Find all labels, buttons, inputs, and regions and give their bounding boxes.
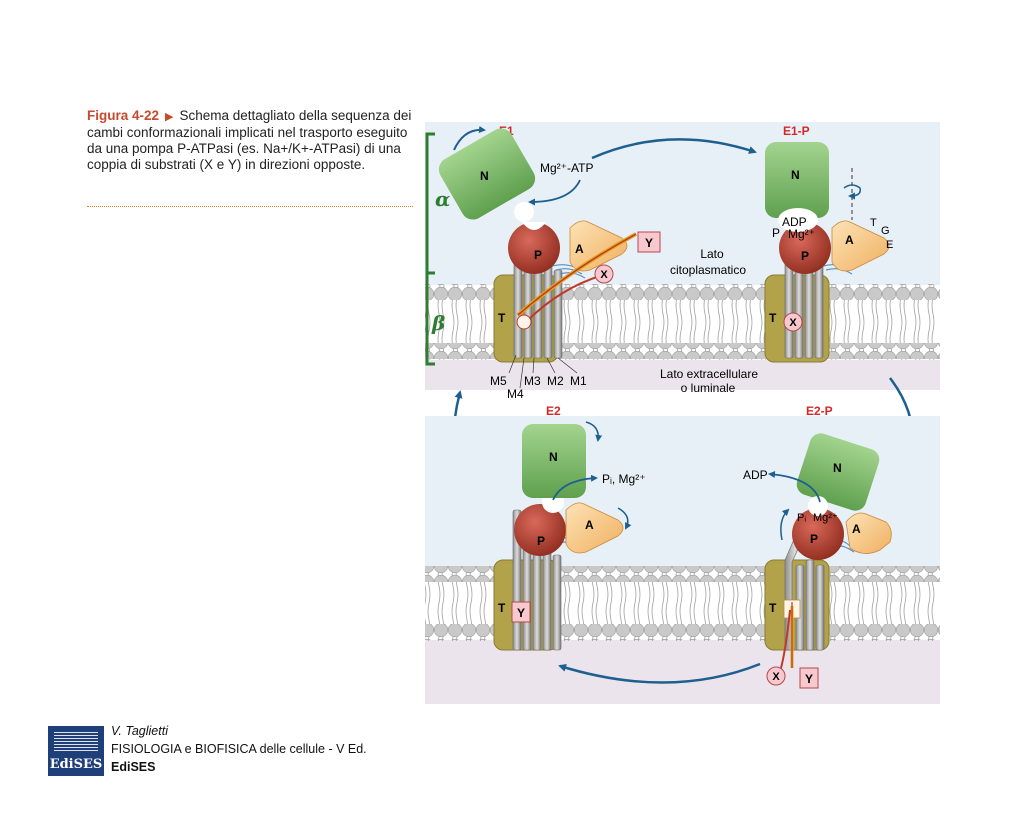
t-domain-label: T (769, 601, 777, 615)
beta-subunit-label: β (431, 311, 445, 335)
alpha-subunit-label: α (435, 187, 450, 211)
rotation-arrow-icon (453, 126, 486, 151)
book-title: FISIOLOGIA e BIOFISICA delle cellule - V… (111, 742, 367, 756)
t-domain-label: T (769, 311, 777, 325)
p-domain-label: P (810, 532, 818, 546)
p-domain (779, 222, 831, 274)
p-domain-label: P (801, 249, 809, 263)
p-domain (514, 504, 566, 556)
t-domain-label: T (498, 601, 506, 615)
n-domain-label: N (480, 169, 489, 183)
svg-text:M4: M4 (507, 387, 524, 401)
n-domain (765, 142, 829, 218)
n-domain (796, 433, 880, 511)
transmembrane-helices (513, 242, 563, 359)
substrate-x-label: X (772, 671, 780, 683)
rotation-arrow-icon (843, 184, 862, 200)
substrate-y-label: Y (805, 672, 813, 686)
n-domain (522, 424, 586, 498)
svg-text:M1: M1 (570, 374, 587, 388)
helix-labels: M5 M4 M3 M2 M1 (490, 374, 587, 401)
p-domain (792, 508, 844, 560)
x-binding-arrow-icon (525, 274, 604, 323)
figure-label: Figura 4-22 (87, 108, 160, 123)
caption-marker-icon: ▶ (165, 111, 174, 123)
a-domain (845, 512, 892, 554)
book-publisher: EdiSES (111, 760, 156, 774)
substrate-y-box (637, 231, 661, 253)
p-atpase-cycle-diagram: α β E1 N P A T Mg²⁺-ATP Y X Lato citopla… (425, 122, 940, 704)
phosphate-label: P (772, 226, 780, 240)
substrate-x-label: X (789, 317, 797, 329)
atp-binding-arrow-icon (528, 179, 581, 206)
p-domain-label: P (534, 248, 542, 262)
substrate-x-token (766, 666, 786, 686)
p-domain (508, 222, 560, 274)
a-domain (565, 502, 624, 554)
substrate-x-label: X (600, 269, 608, 281)
rotation-arrow-icon (780, 508, 790, 541)
a-domain-label: A (845, 233, 854, 247)
figure-caption: Figura 4-22 ▶Schema dettagliato della seq… (87, 108, 413, 173)
substrate-y-label: Y (517, 606, 525, 620)
n-domain-label: N (549, 450, 558, 464)
subunit-brackets (425, 132, 435, 366)
adp-release-arrow-icon (768, 470, 821, 503)
n-domain-label: N (791, 168, 800, 182)
side-cyto-line1: Lato (700, 247, 724, 261)
n-domain-label: N (833, 461, 842, 475)
a-domain-label: A (852, 522, 861, 536)
substrate-y-label: Y (645, 236, 653, 250)
logo-wordmark: EdiSES (49, 757, 103, 772)
state-label-e2p: E2-P (806, 404, 833, 418)
substrate-y-box (799, 667, 819, 689)
side-extra-line1: Lato extracellulare (660, 367, 758, 381)
mg-label: Mg²⁺ (788, 227, 815, 241)
svg-text:G: G (881, 225, 890, 237)
svg-text:T: T (870, 217, 877, 229)
side-cyto-line2: citoplasmatico (670, 263, 746, 277)
t-domain-label: T (498, 311, 506, 325)
publisher-logo: EdiSES (48, 726, 104, 776)
rotation-arrow-icon (617, 507, 632, 530)
pi-label: Pᵢ (797, 512, 806, 524)
a-domain-label: A (585, 518, 594, 532)
svg-text:E: E (886, 239, 893, 251)
substrate-x-token (594, 264, 614, 284)
substrate-y-box (511, 601, 531, 623)
adp-label: ADP (743, 468, 768, 482)
n-domain (438, 128, 536, 220)
side-extra-line2: o luminale (681, 381, 736, 395)
a-domain (831, 220, 890, 272)
binding-site (516, 314, 532, 330)
mg-label: Mg²⁺ (813, 512, 838, 524)
svg-text:M3: M3 (524, 374, 541, 388)
rotation-arrow-icon (585, 421, 603, 442)
caption-text: Schema dettagliato della sequenza dei ca… (87, 108, 412, 172)
cycle-arrow-top (591, 138, 757, 160)
book-icon (54, 732, 98, 752)
p-domain-label: P (537, 534, 545, 548)
adp-label: ADP (782, 215, 807, 229)
state-label-e2: E2 (546, 404, 561, 418)
a-domain-label: A (575, 242, 584, 256)
pi-mg-label: Pᵢ, Mg²⁺ (602, 472, 646, 486)
svg-text:M2: M2 (547, 374, 564, 388)
svg-text:M5: M5 (490, 374, 507, 388)
caption-divider (87, 206, 413, 207)
cycle-arrow-bottom (558, 662, 761, 684)
state-label-e1p: E1-P (783, 124, 810, 138)
substrate-x-token (783, 312, 803, 332)
mg-atp-label: Mg²⁺-ATP (540, 161, 593, 175)
book-author: V. Taglietti (111, 724, 168, 738)
tge-motif-labels: T G E (870, 217, 893, 251)
pi-release-arrow-icon (552, 474, 598, 501)
